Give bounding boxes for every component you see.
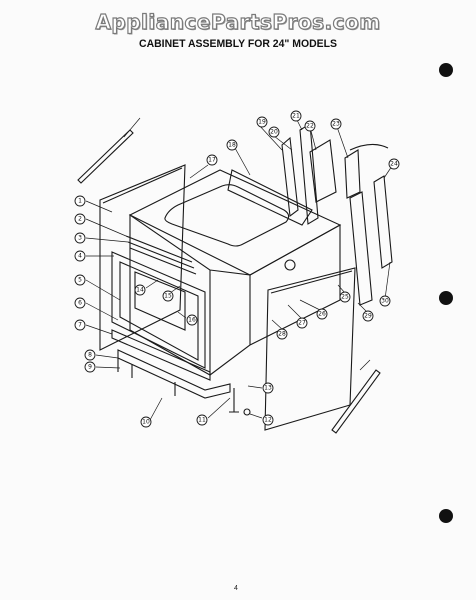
screw	[243, 408, 251, 416]
oven-front-frame	[111, 251, 206, 369]
callout-28: 28	[276, 328, 288, 340]
callout-17: 17	[206, 154, 218, 166]
callout-5: 5	[74, 274, 86, 286]
callout-16: 16	[186, 314, 198, 326]
callout-7: 7	[74, 319, 86, 331]
callout-25: 25	[339, 291, 351, 303]
callout-label: 5	[78, 277, 82, 284]
callout-11: 11	[196, 414, 208, 426]
callout-label: 1	[78, 198, 82, 205]
callout-3: 3	[74, 232, 86, 244]
callout-1: 1	[74, 195, 86, 207]
callout-label: 3	[78, 235, 82, 242]
callout-21: 21	[290, 110, 302, 122]
callout-label: 17	[208, 157, 216, 164]
callout-label: 6	[78, 300, 82, 307]
callout-14: 14	[134, 284, 146, 296]
binder-hole-bottom	[439, 509, 453, 523]
callout-10: 10	[140, 416, 152, 428]
callout-label: 12	[264, 417, 272, 424]
top-trim-strip	[77, 129, 134, 184]
callout-30: 30	[379, 295, 391, 307]
kick-panel	[111, 329, 211, 381]
left-side-panel	[99, 164, 186, 351]
callout-9: 9	[84, 361, 96, 373]
leader-lines	[85, 117, 393, 421]
burner-valve	[284, 259, 296, 271]
callout-22: 22	[304, 120, 316, 132]
vertical-bracket	[344, 149, 361, 199]
callout-26: 26	[316, 308, 328, 320]
callout-label: 21	[292, 113, 300, 120]
cooktop-opening	[164, 184, 290, 247]
page-number: 4	[234, 585, 238, 592]
callout-label: 2	[78, 216, 82, 223]
binder-hole-top	[439, 63, 453, 77]
callout-4: 4	[74, 250, 86, 262]
bottom-trim-strip	[331, 369, 381, 434]
callout-label: 26	[318, 311, 326, 318]
rear-panel	[227, 169, 313, 226]
broiler-rails	[125, 235, 197, 275]
callout-label: 7	[78, 322, 82, 329]
callout-label: 18	[228, 142, 236, 149]
callout-15: 15	[162, 290, 174, 302]
callout-label: 9	[88, 364, 92, 371]
callout-6: 6	[74, 297, 86, 309]
callout-label: 14	[136, 287, 144, 294]
callout-label: 10	[142, 419, 150, 426]
callout-label: 8	[88, 352, 92, 359]
back-rail-left	[281, 136, 299, 218]
right-trim-strip	[373, 175, 393, 269]
right-side-panel	[264, 267, 356, 431]
callout-label: 27	[298, 320, 306, 327]
callout-label: 28	[278, 331, 286, 338]
leveling-leg-brackets	[117, 358, 176, 396]
callout-label: 11	[198, 417, 206, 424]
callout-label: 22	[306, 123, 314, 130]
callout-label: 24	[390, 161, 398, 168]
callout-19: 19	[256, 116, 268, 128]
callout-12: 12	[262, 414, 274, 426]
wire-harness	[349, 143, 389, 151]
callout-label: 30	[381, 298, 389, 305]
callout-24: 24	[388, 158, 400, 170]
binder-hole-middle	[439, 291, 453, 305]
callout-23: 23	[330, 118, 342, 130]
callout-27: 27	[296, 317, 308, 329]
burner-box	[134, 271, 186, 331]
callout-29: 29	[362, 310, 374, 322]
callout-18: 18	[226, 139, 238, 151]
callout-label: 16	[188, 317, 196, 324]
callout-2: 2	[74, 213, 86, 225]
callout-label: 15	[164, 293, 172, 300]
callout-8: 8	[84, 349, 96, 361]
diagram-title: CABINET ASSEMBLY FOR 24" MODELS	[139, 38, 337, 50]
callout-label: 23	[332, 121, 340, 128]
callout-label: 20	[270, 129, 278, 136]
base-front	[117, 349, 231, 399]
callout-label: 29	[364, 313, 372, 320]
back-bracket	[309, 139, 337, 203]
callout-label: 13	[264, 385, 272, 392]
callout-13: 13	[262, 382, 274, 394]
callout-20: 20	[268, 126, 280, 138]
callout-label: 4	[78, 253, 82, 260]
callout-label: 25	[341, 294, 349, 301]
right-vertical-strip	[349, 191, 373, 306]
leveling-leg	[229, 388, 239, 413]
watermark: AppliancePartsPros.com	[95, 9, 381, 34]
callout-label: 19	[258, 119, 266, 126]
